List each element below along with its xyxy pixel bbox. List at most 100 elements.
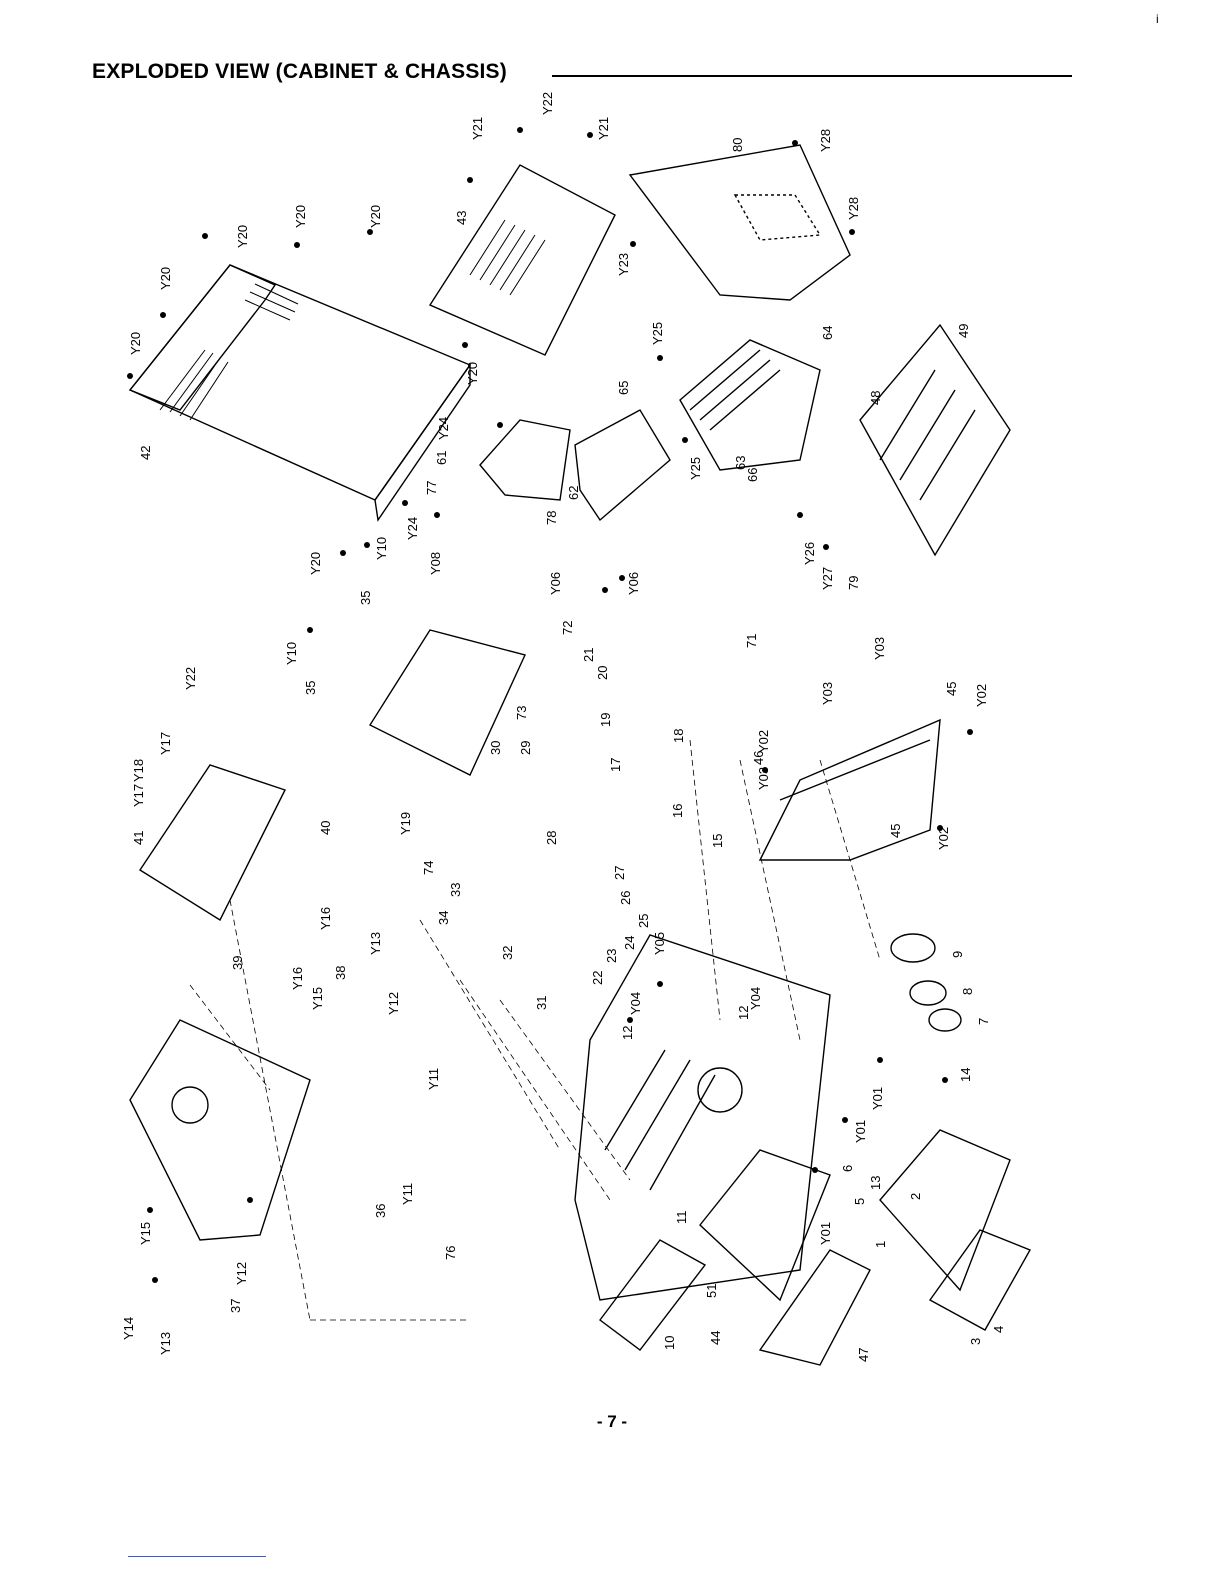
part-label: Y13 [158, 1332, 173, 1355]
part-label: Y27 [820, 567, 835, 590]
part-label: 45 [944, 682, 959, 696]
part-label: 72 [560, 621, 575, 635]
heatsink-63 [679, 339, 821, 471]
part-label: 45 [888, 824, 903, 838]
part-label: Y22 [540, 92, 555, 115]
part-label: Y03 [820, 682, 835, 705]
part-label: 80 [730, 138, 745, 152]
part-label: 14 [958, 1068, 973, 1082]
part-label: Y28 [818, 129, 833, 152]
part-label: Y15 [138, 1222, 153, 1245]
part-label: 38 [333, 966, 348, 980]
corner-mark: i [1156, 12, 1159, 26]
part-label: Y04 [748, 987, 763, 1010]
part-label: Y23 [616, 253, 631, 276]
part-label: Y20 [235, 225, 250, 248]
cd-mechanism [129, 1019, 311, 1241]
part-label: 42 [138, 446, 153, 460]
part-label: Y04 [628, 992, 643, 1015]
part-label: 8 [960, 988, 975, 995]
part-label: 4 [991, 1326, 1006, 1333]
part-label: Y24 [405, 517, 420, 540]
part-label: Y20 [158, 267, 173, 290]
part-label: 17 [608, 758, 623, 772]
part-label: Y16 [290, 967, 305, 990]
page-number: - 7 - [596, 1412, 628, 1431]
part-label: 35 [303, 681, 318, 695]
part-label: 51 [704, 1284, 719, 1298]
part-label: 24 [622, 936, 637, 950]
part-label: Y24 [436, 417, 451, 440]
bottom-chassis-49 [859, 323, 1011, 557]
part-label: 29 [518, 741, 533, 755]
part-label: 74 [421, 861, 436, 875]
part-label: Y21 [596, 117, 611, 140]
front-door-panels [599, 1129, 1032, 1366]
part-label: 20 [595, 666, 610, 680]
part-label: Y12 [386, 992, 401, 1015]
part-label: Y03 [756, 767, 771, 790]
part-label: Y02 [936, 827, 951, 850]
part-label: 31 [534, 996, 549, 1010]
part-label: Y01 [853, 1120, 868, 1143]
part-label: Y20 [293, 205, 308, 228]
cassette-deck-chassis [758, 718, 941, 861]
page-header: EXPLODED VIEW (CABINET & CHASSIS) [92, 60, 1072, 90]
part-label: 3 [968, 1338, 983, 1345]
part-label: Y06 [548, 572, 563, 595]
part-label: Y25 [688, 457, 703, 480]
part-label: Y01 [818, 1222, 833, 1245]
part-label: 30 [488, 741, 503, 755]
part-label: 10 [662, 1336, 677, 1350]
part-label: Y10 [284, 642, 299, 665]
transformer-62 [479, 409, 671, 522]
page-title: EXPLODED VIEW (CABINET & CHASSIS) [92, 60, 507, 83]
part-label: Y20 [128, 332, 143, 355]
part-label: 22 [590, 971, 605, 985]
part-label: 32 [500, 946, 515, 960]
back-panel-43 [428, 164, 616, 356]
speaker-knobs [890, 933, 962, 1032]
part-label: 64 [820, 326, 835, 340]
part-label: Y19 [398, 812, 413, 835]
part-label: 48 [868, 391, 883, 405]
part-label: Y26 [802, 542, 817, 565]
part-label: 44 [708, 1331, 723, 1345]
part-label: 79 [846, 576, 861, 590]
switch-pcb-73 [368, 629, 526, 776]
part-label: Y13 [368, 932, 383, 955]
part-label: 65 [616, 381, 631, 395]
main-cabinet-42 [128, 264, 472, 522]
part-label: Y08 [428, 552, 443, 575]
part-label: Y17 [158, 732, 173, 755]
title-rule [552, 75, 1072, 77]
part-label: 7 [976, 1018, 991, 1025]
part-label: 26 [618, 891, 633, 905]
part-label: 39 [230, 956, 245, 970]
screw-markers [127, 127, 973, 1283]
part-label: 12 [620, 1026, 635, 1040]
part-label: 13 [868, 1176, 883, 1190]
front-panel-assembly [574, 934, 831, 1301]
part-label: 76 [443, 1246, 458, 1260]
part-label: 18 [671, 729, 686, 743]
part-label: Y02 [974, 684, 989, 707]
part-label: 1 [873, 1241, 888, 1248]
part-label: Y10 [374, 537, 389, 560]
part-label: Y11 [400, 1183, 415, 1205]
part-label: Y20 [368, 205, 383, 228]
part-label: Y05 [652, 932, 667, 955]
part-label: 23 [604, 949, 619, 963]
part-label: 16 [670, 804, 685, 818]
part-label: 71 [744, 634, 759, 648]
part-label: 37 [228, 1299, 243, 1313]
pcb-board-80 [628, 144, 851, 301]
part-label: Y28 [846, 197, 861, 220]
part-label: 46 [751, 751, 766, 765]
part-label: 43 [454, 211, 469, 225]
part-label: Y25 [650, 322, 665, 345]
part-label: 61 [434, 451, 449, 465]
part-label: Y02 [756, 730, 771, 753]
part-label: Y06 [626, 572, 641, 595]
